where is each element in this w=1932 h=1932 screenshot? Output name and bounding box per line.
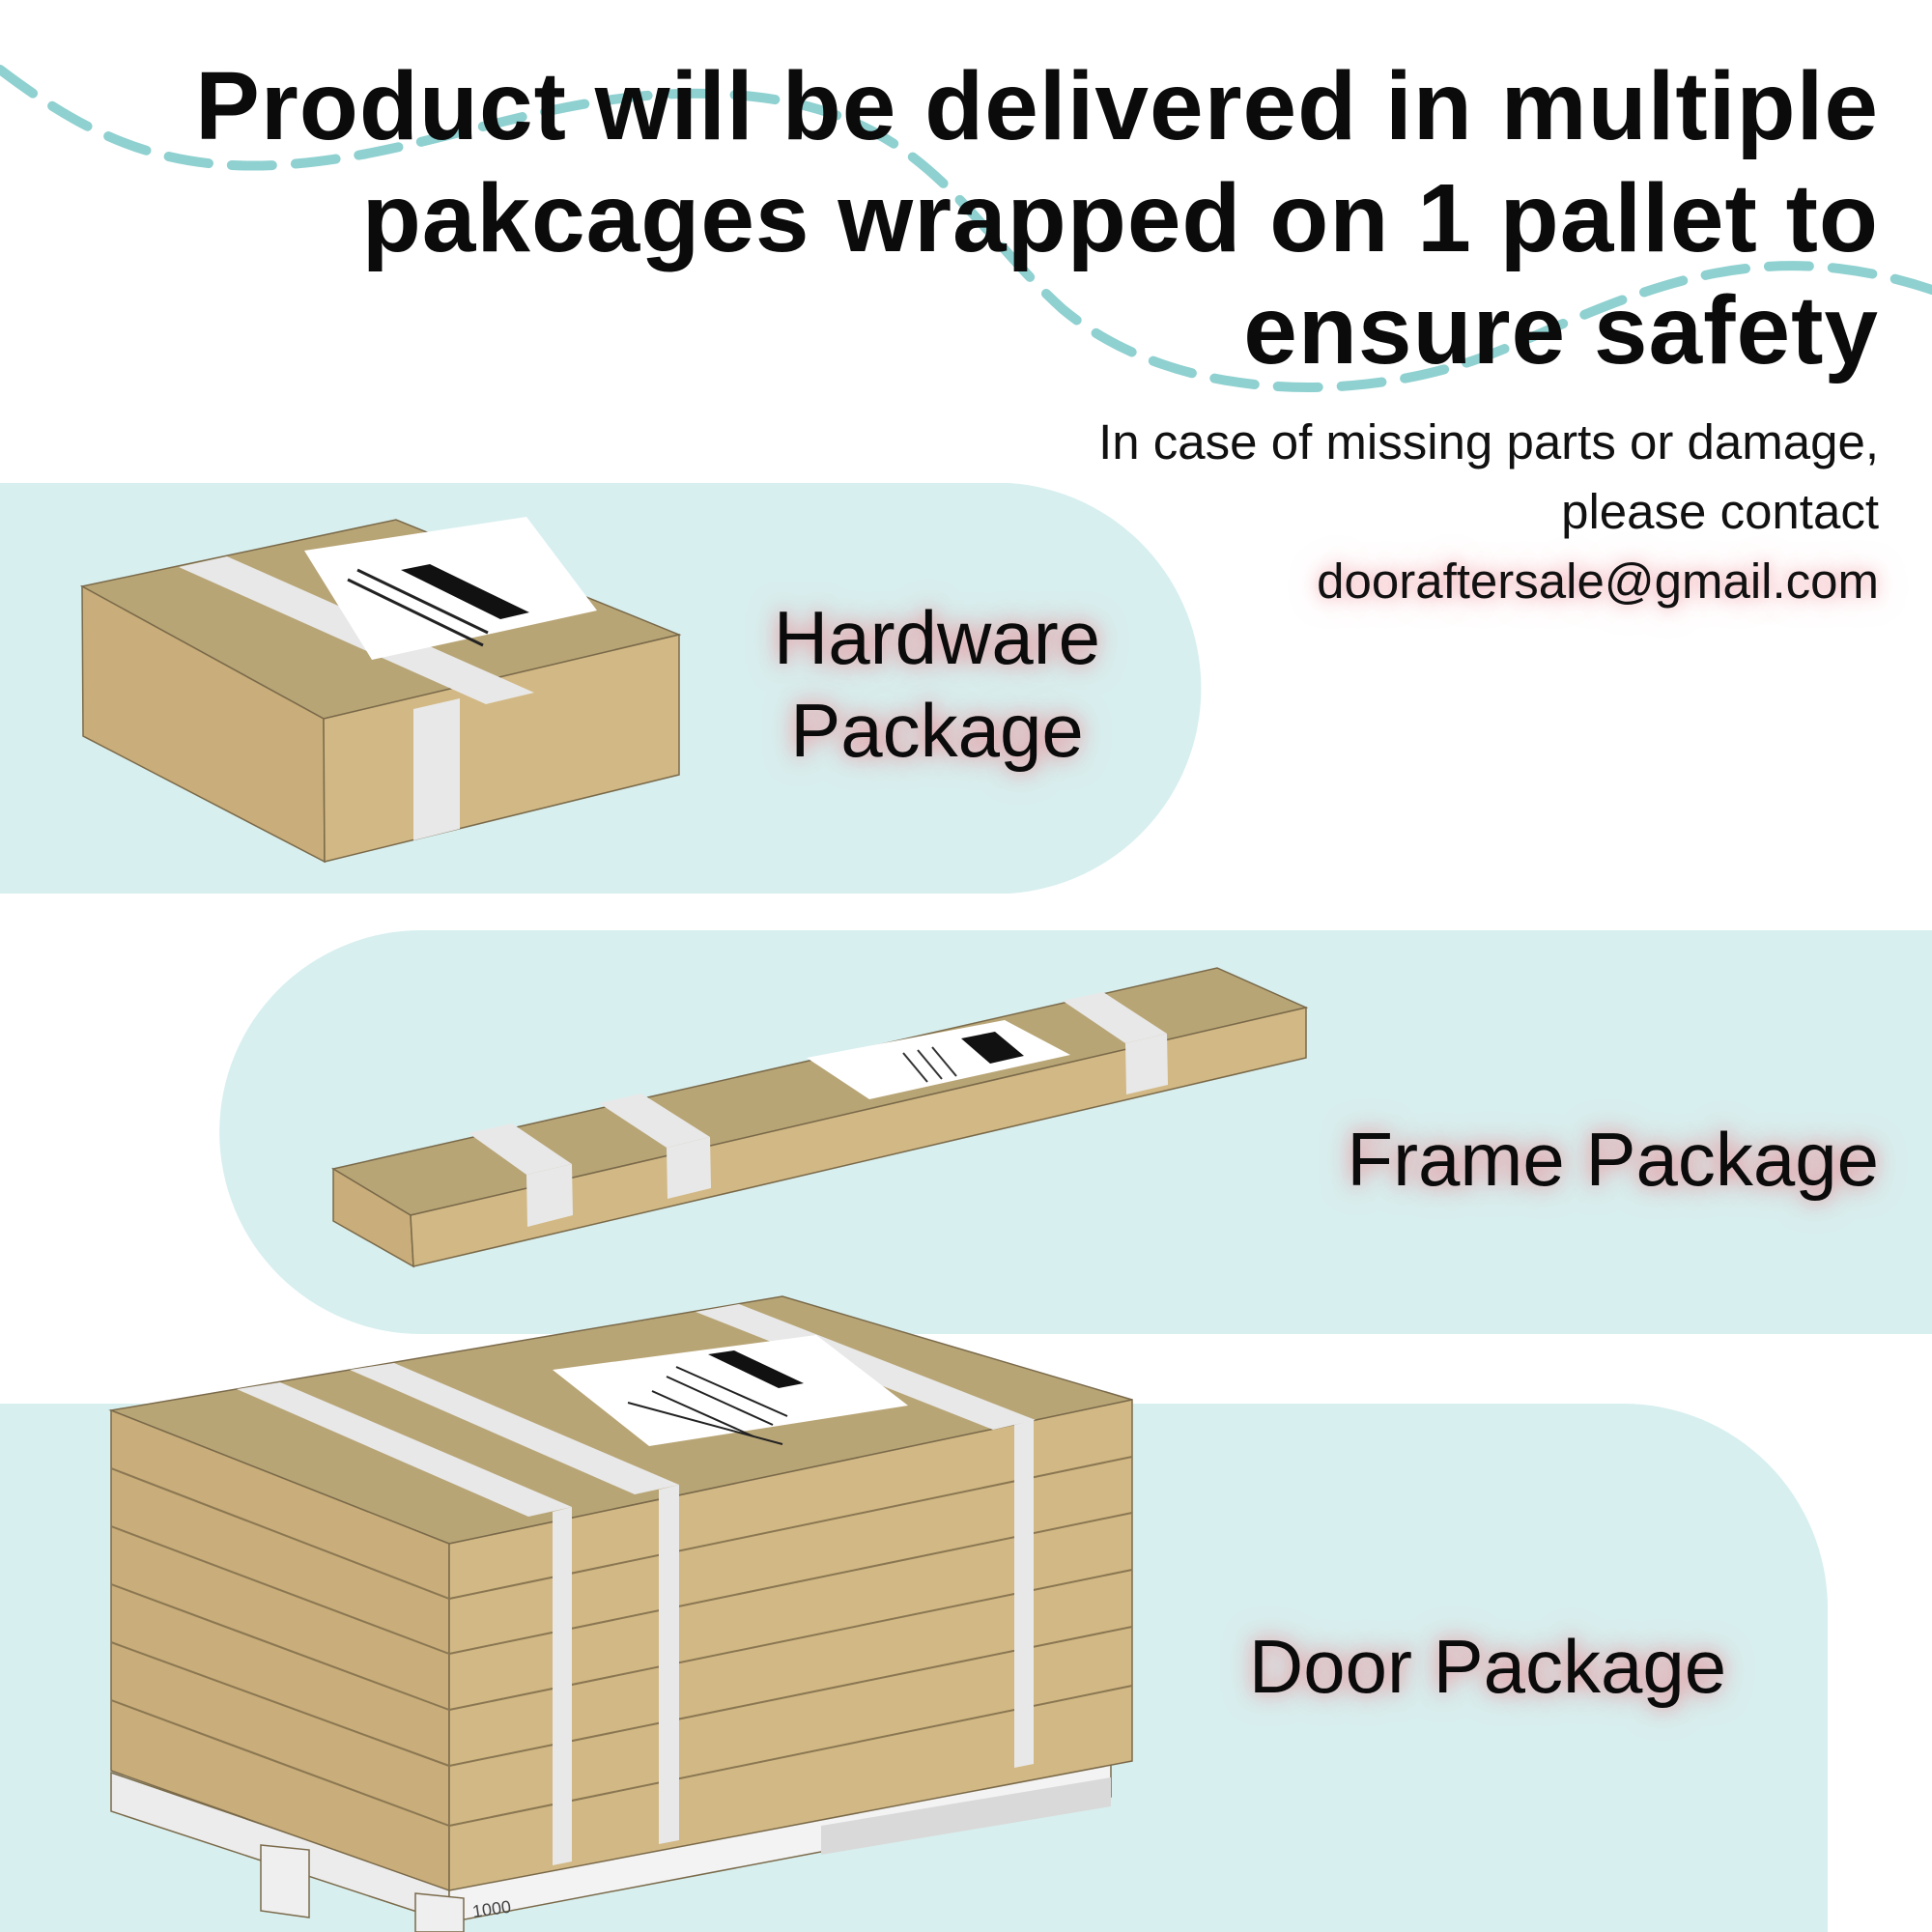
frame-box-illustration — [331, 967, 1309, 1268]
door-label-text: Door Package — [1248, 1624, 1727, 1709]
hardware-label-line-2: Package — [790, 688, 1084, 773]
door-stack-illustration: 1000 — [108, 1295, 1133, 1932]
hardware-box-illustration — [79, 517, 682, 864]
contact-line-1: In case of missing parts or damage, — [1098, 414, 1879, 469]
frame-label-text: Frame Package — [1347, 1117, 1879, 1202]
headline: Product will be delivered in multiple pa… — [43, 50, 1879, 386]
hardware-package-label: Hardware Package — [715, 591, 1159, 777]
headline-line-1: Product will be delivered in multiple — [195, 52, 1879, 160]
contact-note: In case of missing parts or damage, plea… — [720, 408, 1879, 616]
dashed-wave-decoration — [0, 65, 1932, 392]
contact-line-2: please contact — [1561, 484, 1879, 539]
door-package-label: Door Package — [1198, 1620, 1777, 1713]
headline-line-3: ensure safety — [1243, 276, 1879, 384]
frame-panel — [219, 930, 1932, 1334]
headline-line-2: pakcages wrapped on 1 pallet to — [361, 164, 1879, 272]
hardware-label-line-1: Hardware — [773, 595, 1101, 680]
frame-package-label: Frame Package — [1203, 1113, 1879, 1206]
contact-email[interactable]: dooraftersale@gmail.com — [1317, 554, 1879, 609]
